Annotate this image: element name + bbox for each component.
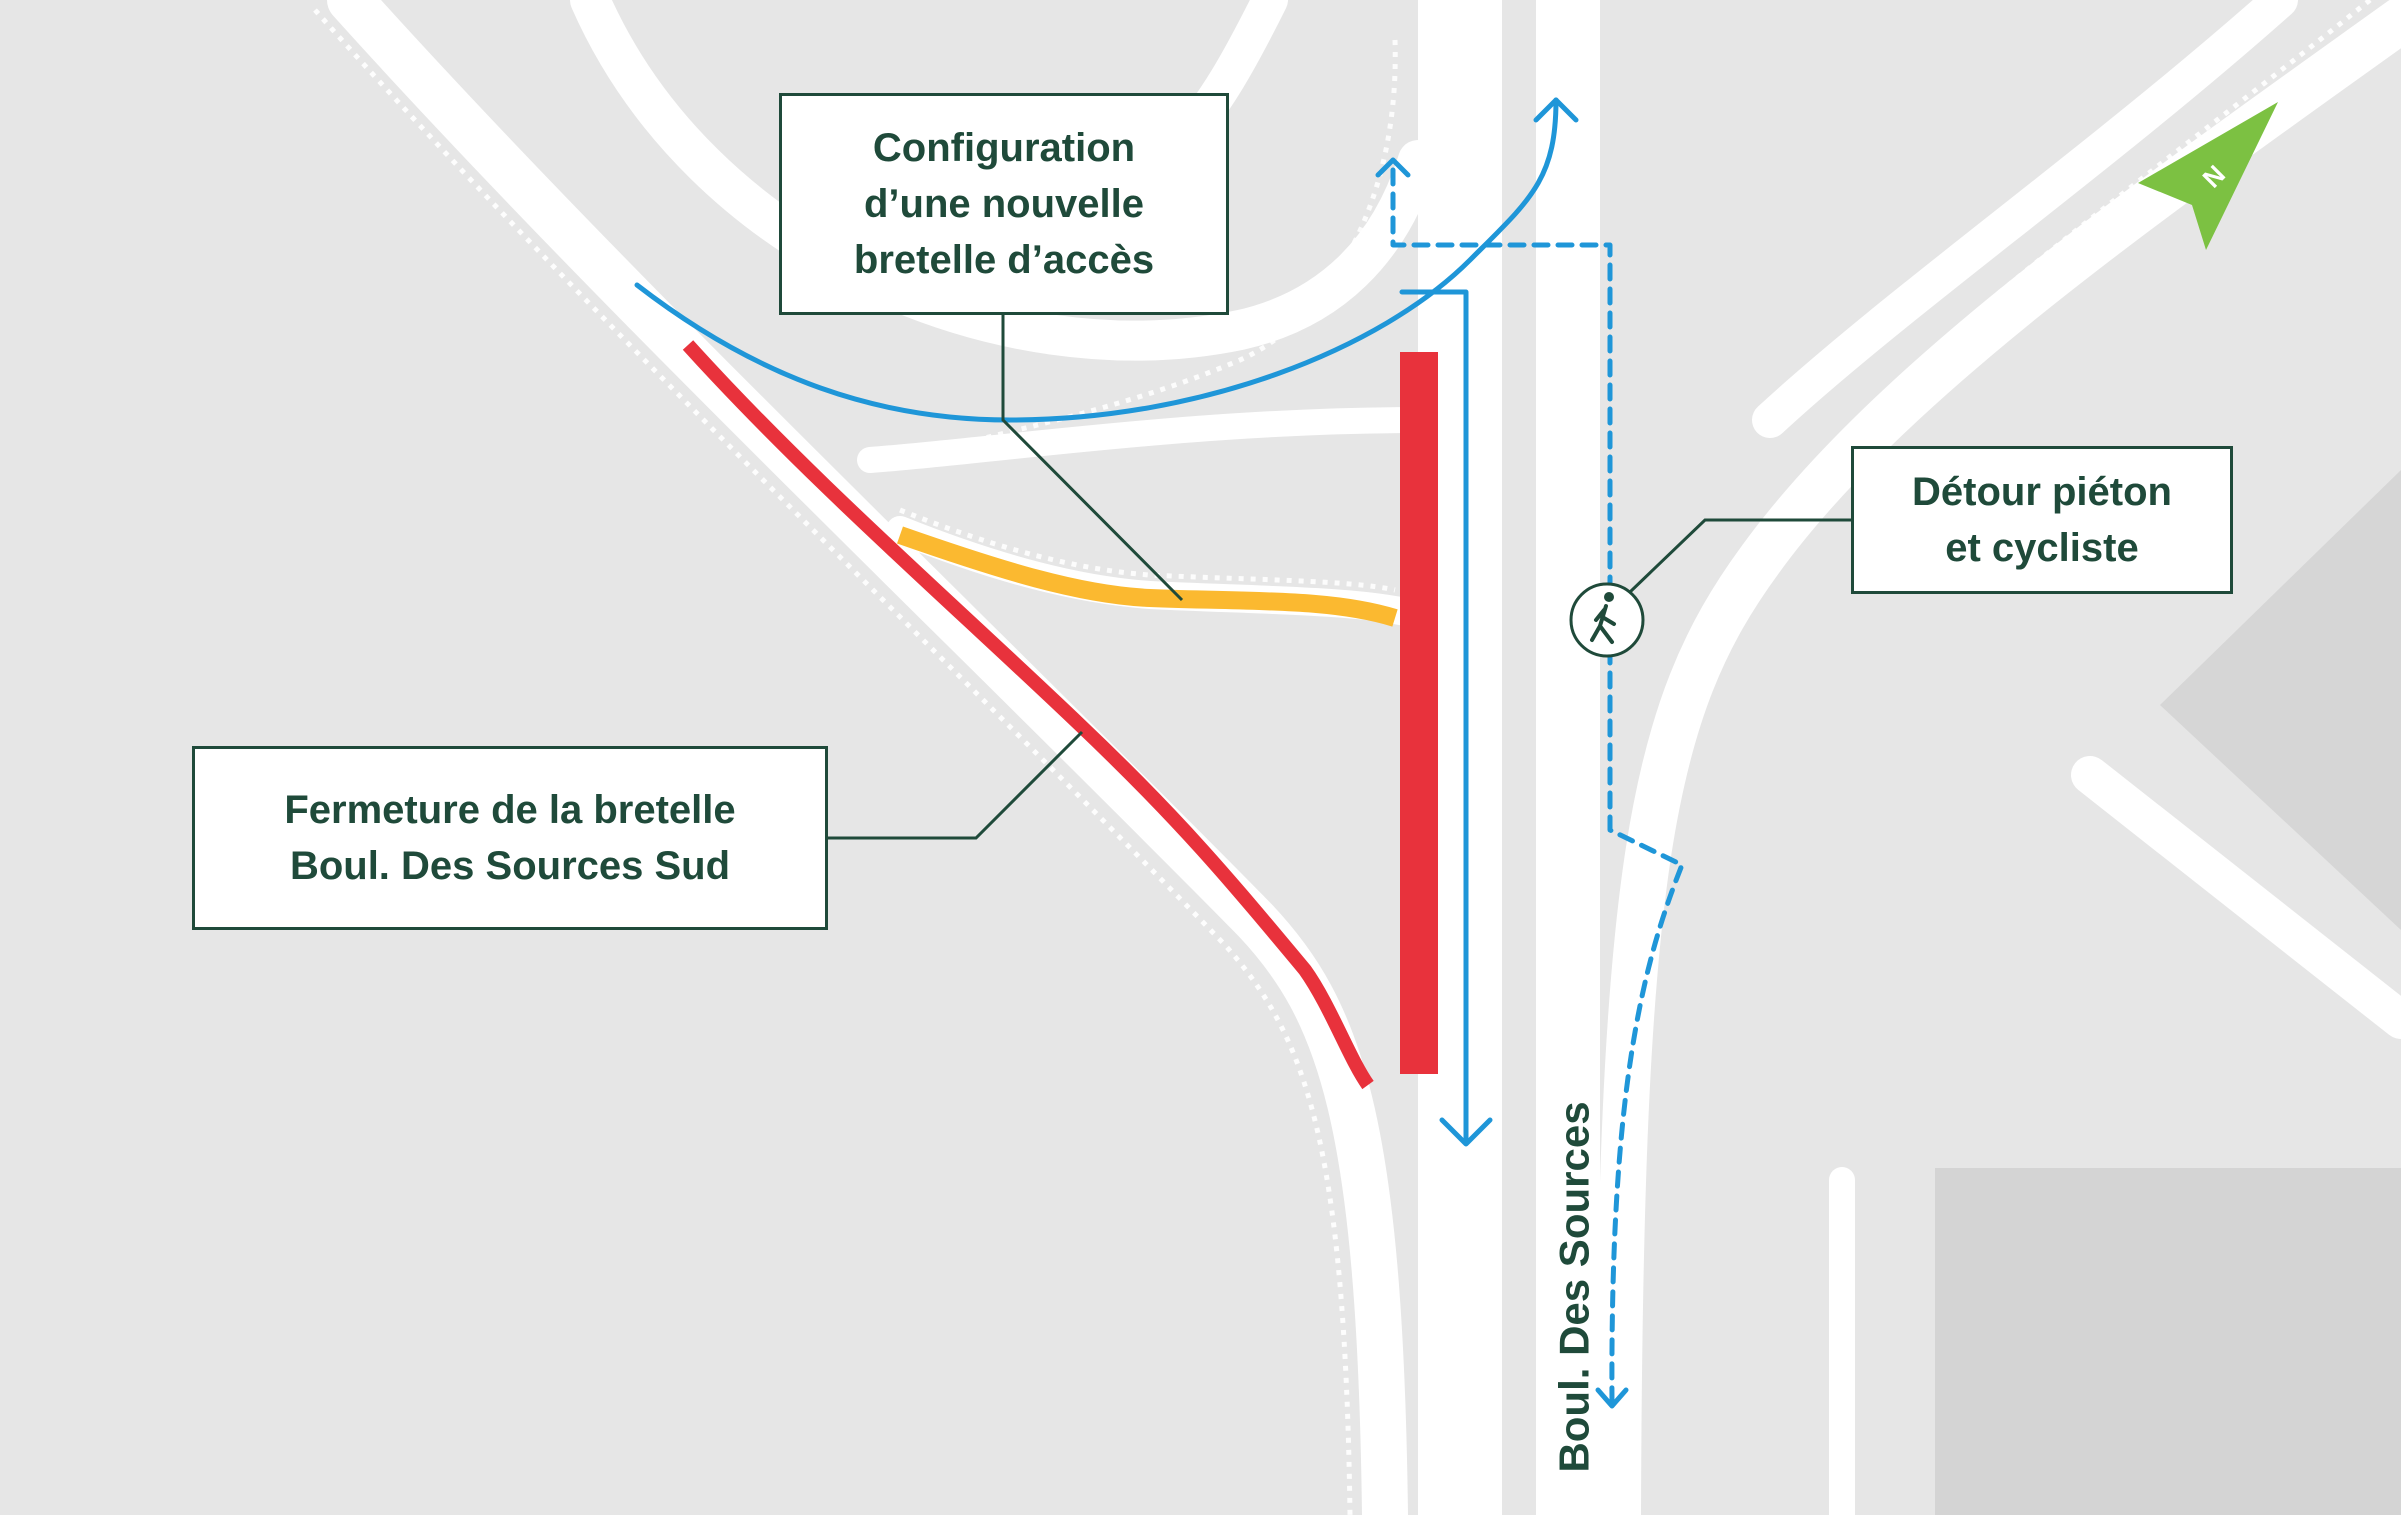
road-ramp-mid [857, 407, 1431, 473]
road-east-north [1752, 0, 2298, 438]
road-east-curve [1595, 0, 2401, 1515]
leader-new-ramp [1001, 315, 1184, 602]
pedestrian-detour [1375, 157, 1685, 1409]
closure-ramp-west [682, 340, 1374, 1090]
north-arrow-icon: N [2138, 102, 2278, 250]
callout-new-ramp: Configuration d’une nouvelle bretelle d’… [779, 93, 1229, 315]
street-label-text: Boul. Des Sources [1551, 1101, 1599, 1473]
new-ramp-line [897, 526, 1398, 627]
callout-detour-line-2: et cycliste [1945, 526, 2139, 570]
dotted-edge-ramp [899, 507, 1396, 593]
detour-arrow-north [1533, 97, 1579, 123]
detour-southbound [1399, 289, 1469, 1143]
callout-new-ramp-line-3: bretelle d’accès [853, 238, 1155, 282]
dotted-edge-loop [869, 39, 1398, 473]
callout-closure-line-2: Boul. Des Sources Sud [289, 844, 731, 888]
callout-new-ramp-line-2: d’une nouvelle [863, 182, 1145, 226]
callout-detour: Détour piéton et cycliste [1851, 446, 2233, 594]
vehicle-detour [634, 97, 1579, 1147]
building-block-east [2160, 470, 2401, 930]
ped-detour-path [1390, 167, 1685, 1408]
pedestrian-icon [1569, 582, 1645, 658]
detour-arrow-south [1439, 1117, 1493, 1147]
road-west-curve [327, 0, 1408, 1515]
closure-boulevard [1400, 352, 1438, 1074]
leader-detour [1628, 518, 1852, 594]
leader-closure [828, 730, 1084, 840]
road-east-diagonal [2071, 756, 2401, 1039]
callout-detour-line-1: Détour piéton [1912, 470, 2172, 514]
dotted-edge-west-curve [313, 8, 1353, 1515]
ped-arrow-north [1375, 157, 1411, 178]
callout-closure-line-1: Fermeture de la bretelle [284, 788, 736, 832]
leader-lines [828, 315, 1852, 840]
ped-arrow-south [1595, 1387, 1629, 1409]
dotted-edge-east [1597, 0, 2372, 1515]
closure-lines [682, 340, 1438, 1090]
callout-new-ramp-line-1: Configuration [872, 126, 1136, 170]
callout-closure: Fermeture de la bretelle Boul. Des Sourc… [192, 746, 828, 930]
detour-loop [634, 97, 1559, 423]
street-label-boulevard: Boul. Des Sources [1538, 1092, 1612, 1482]
road-loop-north [570, 0, 1438, 361]
building-block-southeast [1935, 1168, 2401, 1515]
